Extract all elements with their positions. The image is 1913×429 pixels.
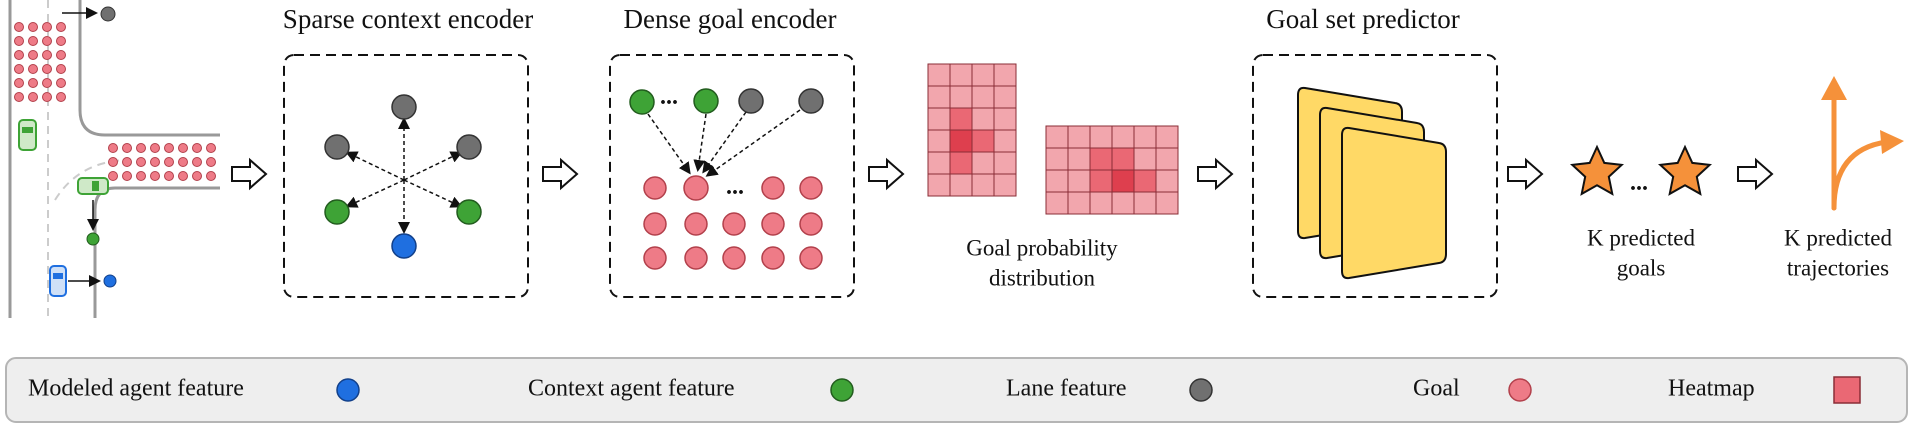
- k-goals-caption-line1: K predicted: [1587, 225, 1695, 250]
- goal-set-box: [1252, 54, 1498, 298]
- goal-node: [761, 246, 785, 270]
- lane-node: [798, 88, 824, 114]
- k-trajectories-caption-line2: trajectories: [1787, 255, 1889, 280]
- k-trajectories-caption-line1: K predicted: [1784, 225, 1892, 250]
- stage-arrow-icon: [1737, 157, 1774, 191]
- goal-node-highlight: [683, 175, 709, 201]
- modeled-car-icon: [49, 265, 67, 297]
- goal-star-icon: [1658, 144, 1712, 196]
- goal-star-icon: [1570, 144, 1624, 196]
- lane-node: [738, 88, 764, 114]
- dense-encoder-box: [609, 54, 855, 298]
- lane-node: [391, 94, 417, 120]
- goal-probability-caption-line2: distribution: [989, 265, 1096, 290]
- legend-lane-label: Lane feature: [1006, 376, 1127, 402]
- goal-node: [643, 212, 667, 236]
- dense-ellipsis: ...: [660, 84, 678, 110]
- goal-node: [643, 246, 667, 270]
- dense-encoder-graph: ... ...: [629, 84, 824, 270]
- goal-probability-caption-line1: Goal probability: [966, 235, 1118, 260]
- goal-node: [761, 176, 785, 200]
- goal-node: [722, 246, 746, 270]
- context-car-icon: [77, 177, 109, 195]
- stage-arrow-icon: [1197, 157, 1234, 191]
- modeled-agent-node: [391, 233, 417, 259]
- context-car-icon: [18, 119, 37, 151]
- heatmap-vertical: [927, 63, 1017, 197]
- legend-modeled-agent-label: Modeled agent feature: [28, 376, 244, 402]
- goal-node: [684, 212, 708, 236]
- lane-legend-icon: [1189, 378, 1213, 402]
- sparse-encoder-box: [283, 54, 529, 298]
- context-agent-node: [324, 199, 350, 225]
- predictor-card-stack: [1297, 86, 1447, 280]
- legend-heatmap-label: Heatmap: [1668, 376, 1755, 402]
- sparse-encoder-graph: [324, 94, 482, 259]
- lane-node: [456, 134, 482, 160]
- heatmap-horizontal: [1045, 125, 1179, 215]
- stage-arrow-icon: [868, 157, 905, 191]
- goal-node: [799, 212, 823, 236]
- scene-modeled-node: [103, 274, 117, 288]
- trajectory-arrowhead-icon: [1880, 130, 1904, 154]
- goal-node: [643, 176, 667, 200]
- scene-context-node: [86, 232, 100, 246]
- goal-set-title: Goal set predictor: [1266, 4, 1459, 34]
- context-agent-node: [456, 199, 482, 225]
- dense-encoder-title: Dense goal encoder: [624, 4, 837, 34]
- legend: Modeled agent feature Context agent feat…: [5, 357, 1908, 423]
- legend-box: [5, 357, 1908, 423]
- modeled-agent-legend-icon: [336, 378, 360, 402]
- scene-goal-cluster-top: [14, 22, 66, 102]
- goal-node: [761, 212, 785, 236]
- goal-node: [684, 246, 708, 270]
- scene-lane-node: [100, 6, 116, 22]
- context-agent-node: [629, 89, 655, 115]
- driving-scene: [8, 0, 220, 318]
- goal-node: [722, 212, 746, 236]
- legend-context-agent-label: Context agent feature: [528, 376, 735, 402]
- scene-goal-cluster-right: [108, 143, 216, 181]
- goal-legend-icon: [1508, 378, 1532, 402]
- stage-arrow-icon: [542, 157, 579, 191]
- k-goals-caption-line2: goals: [1617, 255, 1666, 280]
- goal-row-ellipsis: ...: [726, 174, 744, 200]
- sparse-encoder-title: Sparse context encoder: [283, 4, 533, 34]
- goal-node: [799, 176, 823, 200]
- trajectory-icon: [1831, 89, 1889, 211]
- context-agent-legend-icon: [830, 378, 854, 402]
- legend-goal-label: Goal: [1413, 376, 1460, 402]
- stage-arrow-icon: [231, 157, 268, 191]
- star-ellipsis: ...: [1630, 170, 1648, 196]
- context-agent-node: [693, 88, 719, 114]
- goal-node: [799, 246, 823, 270]
- heatmap-legend-icon: [1833, 376, 1861, 404]
- trajectory-arrowhead-icon: [1821, 76, 1847, 100]
- stage-arrow-icon: [1507, 157, 1544, 191]
- lane-node: [324, 134, 350, 160]
